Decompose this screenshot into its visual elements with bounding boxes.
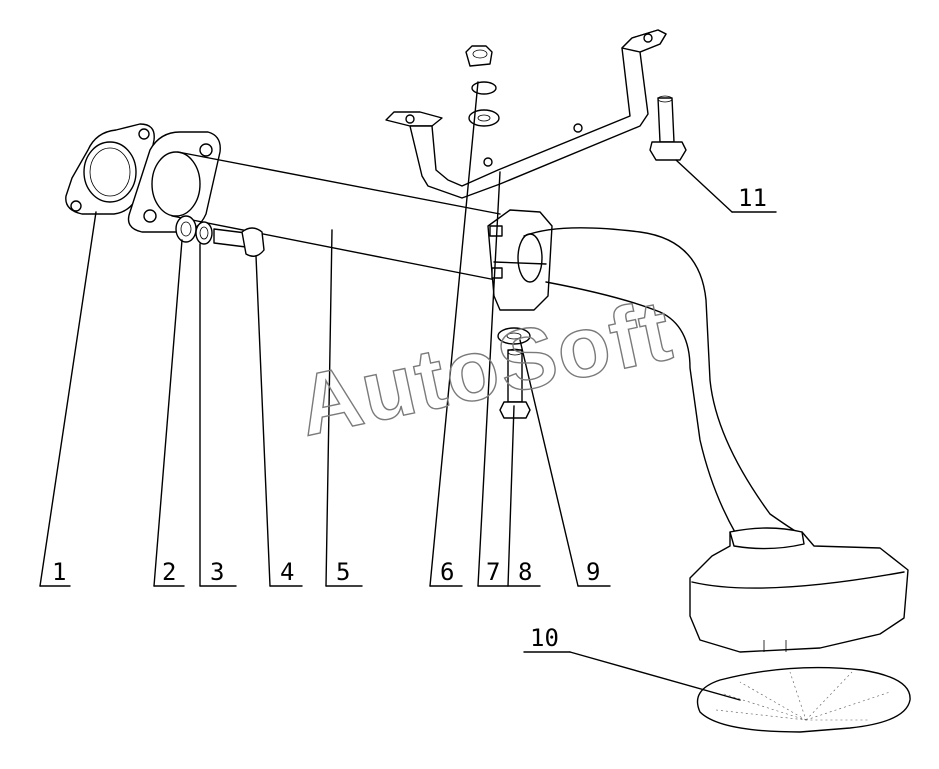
flat-washer-top: [468, 109, 500, 127]
suction-pipe-part-5: [127, 131, 501, 281]
bolt-part-11: [649, 95, 687, 161]
washer-part-9: [497, 327, 531, 345]
washer-part-2: [175, 215, 197, 243]
callout-3: 3: [210, 558, 224, 586]
callout-9: 9: [586, 558, 600, 586]
callout-7: 7: [486, 558, 500, 586]
callout-1: 1: [52, 558, 66, 586]
bolt-part-8: [499, 348, 531, 419]
callout-labels: 1 2 3 4 5 6 7 8 9 10 11: [52, 184, 767, 652]
watermark-text: AutoSoft: [290, 282, 681, 455]
callout-2: 2: [162, 558, 176, 586]
bent-tube: [517, 227, 801, 535]
bolt-part-4: [213, 227, 265, 257]
callout-5: 5: [336, 558, 350, 586]
callout-8: 8: [518, 558, 532, 586]
filter-screen-part-10: [696, 666, 911, 733]
callout-11: 11: [738, 184, 767, 212]
nut-top: [465, 45, 493, 67]
callout-4: 4: [280, 558, 294, 586]
strainer-housing: [689, 527, 909, 653]
callout-6: 6: [440, 558, 454, 586]
callout-10: 10: [530, 624, 559, 652]
leader-lines: [39, 81, 777, 701]
washer-part-3: [195, 221, 213, 245]
bracket-part-6: [385, 29, 667, 199]
spring-washer-top: [471, 81, 497, 95]
